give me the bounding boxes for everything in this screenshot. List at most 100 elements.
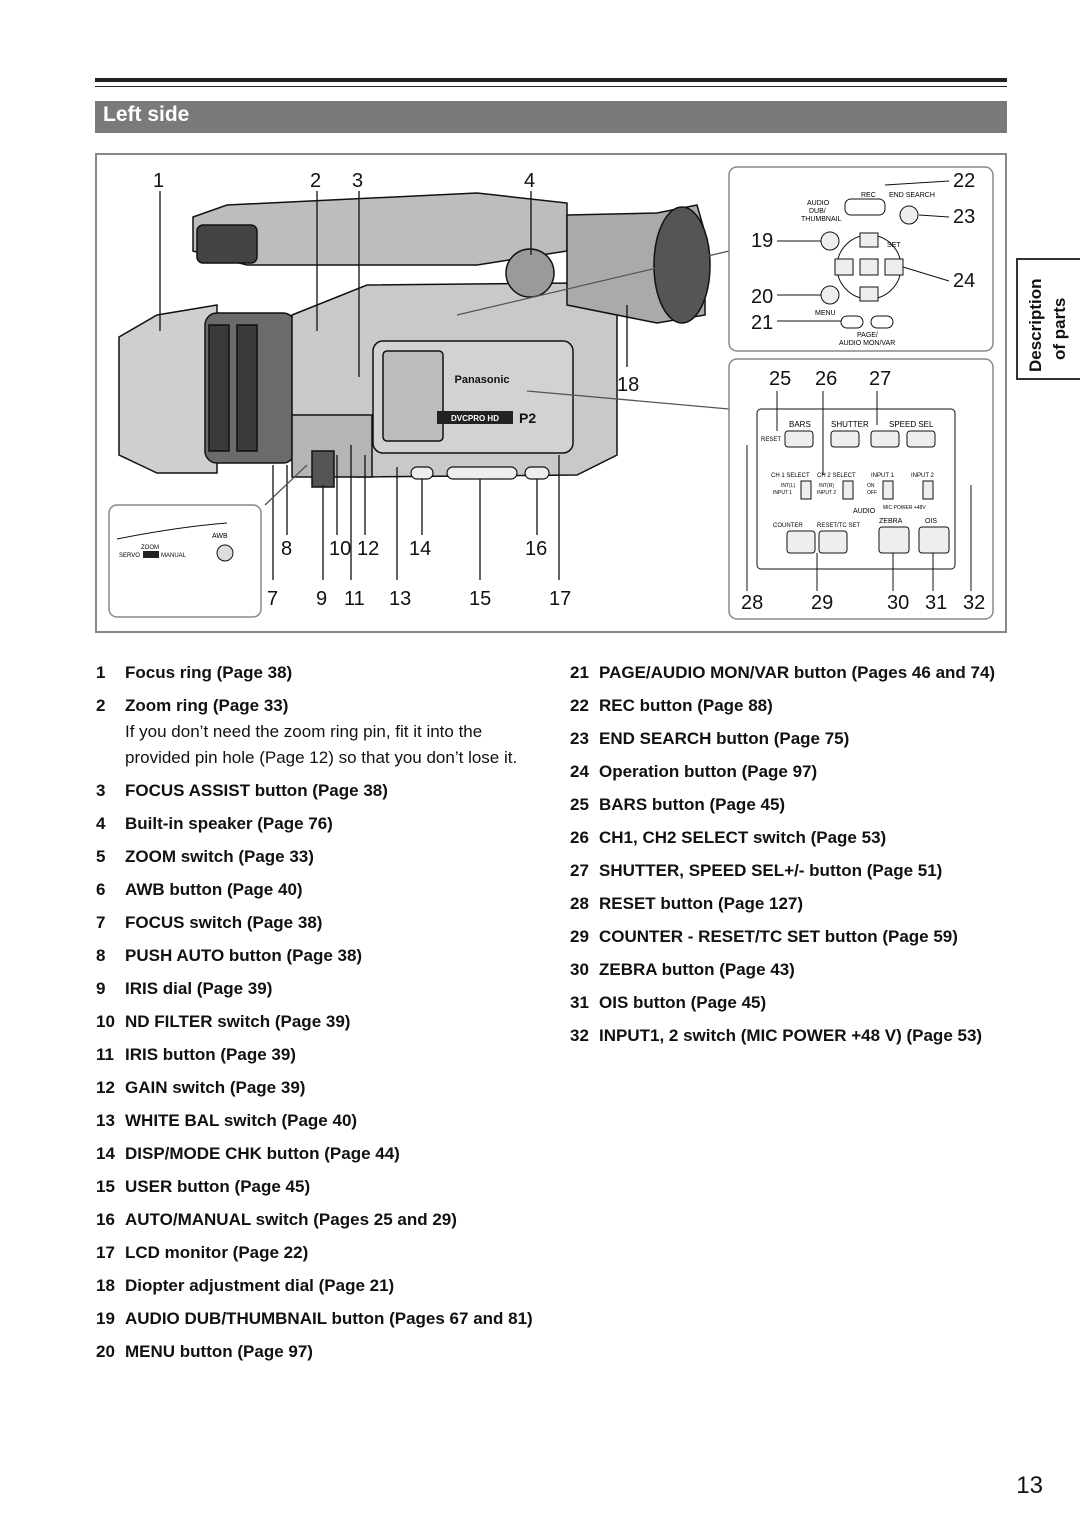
callout-1: 1 — [153, 170, 164, 192]
callout-24: 24 — [953, 270, 975, 292]
top-callouts: 1 2 3 4 — [153, 170, 535, 192]
callout-18: 18 — [617, 374, 639, 396]
callout-26: 26 — [815, 368, 837, 390]
callout-30: 30 — [887, 592, 909, 614]
brand-label: Panasonic — [454, 374, 509, 386]
ch1-select-label: CH 1 SELECT — [771, 473, 810, 479]
awb-label: AWB — [212, 533, 228, 540]
speed-sel-label: SPEED SEL — [889, 420, 934, 429]
audio-label: AUDIO — [853, 508, 876, 515]
callout-22: 22 — [953, 170, 975, 192]
in1-label: INPUT 1 — [773, 490, 792, 496]
callout-9: 9 — [316, 588, 327, 610]
side-tab-line1: Description — [1026, 278, 1045, 372]
side-tab-line2: of parts — [1050, 297, 1069, 360]
callout-4: 4 — [524, 170, 535, 192]
zoom-label: ZOOM — [141, 545, 159, 551]
callout-15: 15 — [469, 588, 491, 610]
input1-label: INPUT 1 — [871, 473, 895, 479]
reset-tc-set-label: RESET/TC SET — [817, 523, 860, 529]
mid-callouts: 8 10 12 14 16 18 — [281, 374, 639, 560]
end-search-label: END SEARCH — [889, 192, 935, 199]
camera-diagram: Panasonic DVCPRO HD P2 1 2 — [95, 153, 1007, 633]
p2-label: P2 — [519, 410, 536, 426]
callout-25: 25 — [769, 368, 791, 390]
shutter-label: SHUTTER — [831, 420, 869, 429]
callout-32: 32 — [963, 592, 985, 614]
callout-27: 27 — [869, 368, 891, 390]
callout-11: 11 — [344, 588, 365, 610]
callout-7: 7 — [267, 588, 278, 610]
header-rule-thick — [95, 78, 1007, 82]
dvcpro-logo — [437, 411, 513, 424]
callout-2: 2 — [310, 170, 321, 192]
thumbnail-label: THUMBNAIL — [801, 216, 842, 223]
rec-label: REC — [861, 192, 876, 199]
section-heading: Left side — [95, 101, 1007, 133]
audio-dub-label: AUDIO — [807, 200, 830, 207]
counter-label: COUNTER — [773, 523, 803, 529]
callout-12: 12 — [357, 538, 379, 560]
zebra-label: ZEBRA — [879, 518, 903, 525]
callout-3: 3 — [352, 170, 363, 192]
audio-mon-var-label: AUDIO MON/VAR — [839, 340, 895, 347]
camera-diagram-svg: Panasonic DVCPRO HD P2 1 2 — [108, 166, 994, 620]
callout-21: 21 — [751, 312, 773, 334]
in2-label: INPUT 2 — [817, 490, 836, 496]
operation-panel-inset: AUDIO DUB/ THUMBNAIL REC END SEARCH SET … — [728, 166, 994, 352]
int-l-label: INT(L) — [781, 483, 796, 489]
callout-10: 10 — [329, 538, 351, 560]
manual-label: MANUAL — [161, 553, 187, 559]
set-label: SET — [887, 242, 901, 249]
callout-23: 23 — [953, 206, 975, 228]
header-rule-thin — [95, 86, 1007, 87]
audio-panel-inset: 25 26 27 28 29 30 31 32 BARS SHUTTER SPE… — [728, 358, 994, 620]
callout-17: 17 — [549, 588, 571, 610]
callout-28: 28 — [741, 592, 763, 614]
leader-lines — [148, 191, 628, 580]
page-label: PAGE/ — [857, 332, 878, 339]
callout-31: 31 — [925, 592, 947, 614]
page-number: 13 — [1016, 1472, 1043, 1499]
dvcpro-label: DVCPRO HD — [451, 414, 499, 423]
off-label: OFF — [867, 490, 877, 496]
callout-29: 29 — [811, 592, 833, 614]
callout-8: 8 — [281, 538, 292, 560]
ois-label: OIS — [925, 518, 937, 525]
zoom-awb-inset: AWB ZOOM SERVO MANUAL — [108, 504, 262, 618]
section-title: Left side — [103, 103, 190, 126]
callout-13: 13 — [389, 588, 411, 610]
camera-body — [118, 192, 711, 488]
side-tab: Description of parts — [1016, 258, 1080, 380]
on-label: ON — [867, 483, 875, 489]
